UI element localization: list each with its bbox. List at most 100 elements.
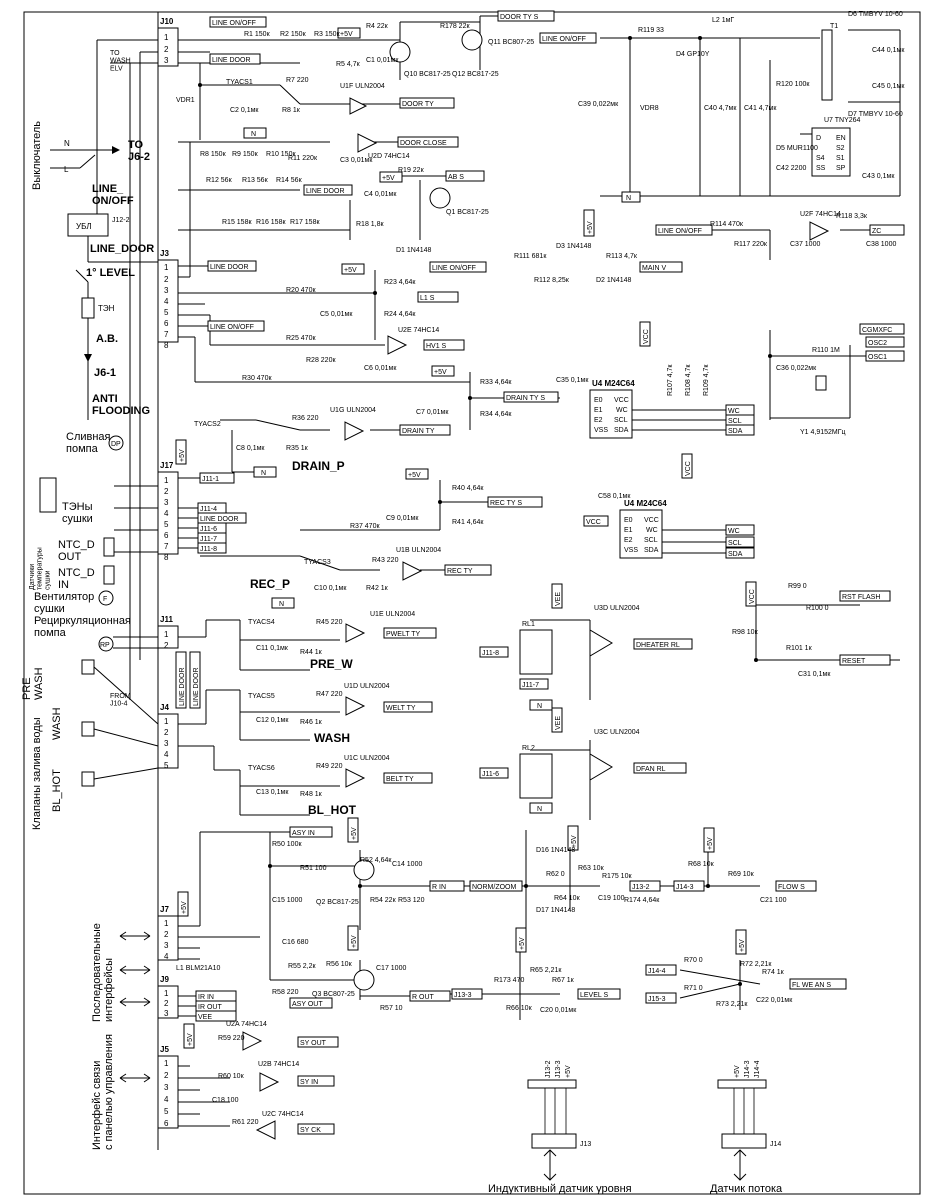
u2d-gate (357, 133, 378, 153)
svg-text:+5V: +5V (587, 221, 594, 234)
net-j11-8: J11-8 (200, 546, 217, 553)
svg-text:+5V: +5V (571, 835, 578, 848)
net-line-onoff-4: LINE ON/OFF (542, 36, 586, 43)
svg-text:R12 56к: R12 56к (206, 177, 233, 184)
net-door-close: DOOR CLOSE (400, 140, 447, 147)
svg-text:C38 1000: C38 1000 (866, 241, 896, 248)
svg-text:R17 158к: R17 158к (290, 219, 320, 226)
q1-transistor (429, 187, 451, 209)
net-sy-out: SY OUT (300, 1040, 327, 1047)
svg-text:R1 150к: R1 150к (244, 31, 271, 38)
svg-text:2: 2 (164, 487, 169, 496)
ubl-label: УБЛ (76, 222, 92, 231)
j9-label: J9 (160, 975, 169, 984)
switch-label: Выключатель (31, 121, 43, 190)
svg-text:1: 1 (164, 717, 169, 726)
svg-text:+5V: +5V (344, 267, 357, 274)
u2a-gate (242, 1031, 263, 1051)
svg-text:VSS: VSS (624, 547, 638, 554)
svg-text:Y1 4,9152МГц: Y1 4,9152МГц (800, 429, 846, 436)
net-sda-2: SDA (728, 551, 743, 558)
svg-text:R73 2,21к: R73 2,21к (716, 1001, 748, 1008)
svg-text:R16 158к: R16 158к (256, 219, 286, 226)
svg-text:C16 680: C16 680 (282, 939, 309, 946)
svg-text:U1G ULN2004: U1G ULN2004 (330, 407, 376, 414)
svg-text:3: 3 (164, 941, 169, 950)
svg-text:R8 150к: R8 150к (200, 151, 227, 158)
svg-text:C41 4,7мк: C41 4,7мк (744, 105, 777, 112)
svg-text:E2: E2 (624, 537, 633, 544)
net-ir-out: IR OUT (198, 1004, 222, 1011)
net-norm-zoom: NORM/ZOOM (472, 884, 516, 891)
svg-text:R107 4,7к: R107 4,7к (667, 364, 674, 396)
flow-sensor-arrow (733, 1149, 747, 1181)
connector-j4: J4 12 34 5 (157, 703, 179, 770)
n-flags: N N N N N (243, 127, 553, 814)
svg-text:R59 220: R59 220 (218, 1035, 245, 1042)
svg-text:C21 100: C21 100 (760, 897, 787, 904)
connector-j17: J17 12 34 56 78 (157, 461, 179, 562)
net-dfan-rl: DFAN RL (636, 766, 666, 773)
svg-text:L1 BLM21A10: L1 BLM21A10 (176, 965, 220, 972)
svg-text:C17 1000: C17 1000 (376, 965, 406, 972)
svg-text:J14: J14 (770, 1141, 781, 1148)
svg-text:C43 0,1мк: C43 0,1мк (862, 173, 895, 180)
switch-n: N (64, 139, 70, 148)
svg-text:J13-2: J13-2 (545, 1060, 552, 1078)
svg-text:D1 1N4148: D1 1N4148 (396, 247, 432, 254)
u2b-gate (259, 1072, 280, 1092)
svg-text:R4 22к: R4 22к (366, 23, 389, 30)
svg-text:R174 4,64к: R174 4,64к (624, 897, 660, 904)
net-main-v: MAIN V (642, 265, 666, 272)
svg-text:2: 2 (164, 728, 169, 737)
dryer-sensors-label: Датчикитемпературысушки (29, 547, 51, 590)
svg-text:C39 0,022мк: C39 0,022мк (578, 101, 619, 108)
j14-connector (721, 1133, 767, 1149)
j12-2-label: J12-2 (112, 217, 130, 224)
svg-text:TYACS6: TYACS6 (248, 765, 275, 772)
svg-text:R118 3,3к: R118 3,3к (836, 213, 868, 220)
svg-text:4: 4 (164, 750, 169, 759)
u4-eeprom-1 (589, 389, 633, 439)
bl-hot-label: BL_HOT (51, 769, 63, 812)
svg-text:R5 4,7к: R5 4,7к (336, 61, 361, 68)
svg-text:SCL: SCL (644, 537, 658, 544)
svg-text:U1F ULN2004: U1F ULN2004 (340, 83, 385, 90)
svg-text:D2 1N4148: D2 1N4148 (596, 277, 632, 284)
svg-text:S1: S1 (836, 155, 845, 162)
svg-text:+5V: +5V (181, 901, 188, 914)
t1-transformer (821, 29, 833, 101)
svg-text:C13 0,1мк: C13 0,1мк (256, 789, 289, 796)
net-line-door-2: LINE DOOR (306, 188, 345, 195)
svg-text:R18 1,8к: R18 1,8к (356, 221, 385, 228)
net-belt-ty: BELT TY (386, 776, 414, 783)
net-sy-ck: SY CK (300, 1127, 321, 1134)
svg-text:E0: E0 (594, 397, 603, 404)
net-j11-6-rl: J11-6 (482, 771, 499, 778)
svg-text:+5V: +5V (707, 837, 714, 850)
svg-text:5: 5 (164, 520, 169, 529)
svg-text:R11 220к: R11 220к (288, 155, 318, 162)
circuit-wiring (178, 15, 901, 1134)
net-r-in: R IN (432, 884, 446, 891)
svg-text:C18 100: C18 100 (212, 1097, 239, 1104)
svg-text:R10 150к: R10 150к (266, 151, 296, 158)
svg-text:TYACS2: TYACS2 (194, 421, 221, 428)
net-j11-4: J11-4 (200, 506, 217, 513)
svg-text:R65 2,21к: R65 2,21к (530, 967, 562, 974)
svg-text:1: 1 (164, 1059, 169, 1068)
svg-text:R61 220: R61 220 (232, 1119, 259, 1126)
svg-text:R43 220: R43 220 (372, 557, 399, 564)
svg-text:E1: E1 (594, 407, 603, 414)
net-vcc: VCC (586, 519, 601, 526)
net-line-door-v2: LINE DOOR (193, 667, 200, 706)
u2f-gate (809, 221, 830, 241)
svg-text:1: 1 (164, 989, 169, 998)
svg-text:R54 22к: R54 22к (370, 897, 397, 904)
svg-text:+5V: +5V (565, 1065, 572, 1078)
svg-text:U1B ULN2004: U1B ULN2004 (396, 547, 441, 554)
line-onoff-label: LINE_ON/OFF (92, 183, 134, 207)
bottom-connectors: J13 J14 J13-2 J13-3 +5V +5V J14-3 J14-4 … (488, 1060, 783, 1195)
